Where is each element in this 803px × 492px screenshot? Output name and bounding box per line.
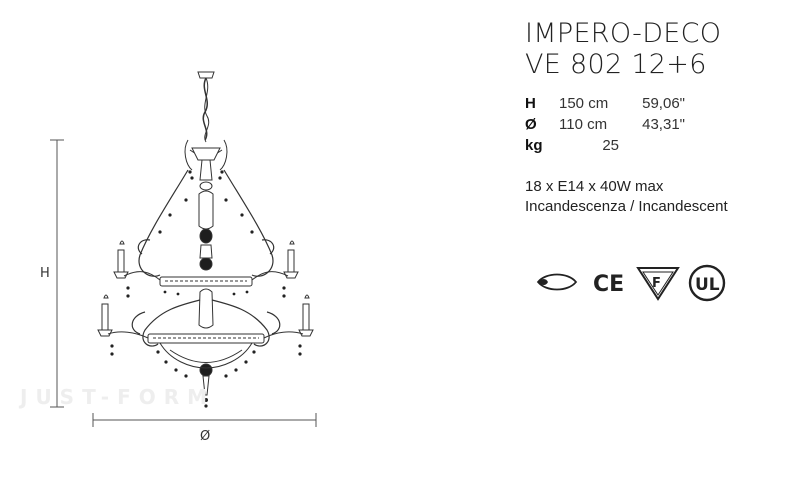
watermark: JUST-FORM [20,385,216,409]
spec-key-height: H [525,95,536,112]
height-dimension-label: H [40,266,50,281]
electrical-info: 18 x E14 x 40W max Incandescenza / Incan… [525,177,795,217]
spec-diameter-inch: 43,31" [642,116,685,133]
ce-mark-text: CE [593,272,624,296]
spec-row-weight: kg 25 [525,136,795,157]
upper-arms [137,169,275,277]
height-dimension-line [50,139,64,408]
spec-weight-value: 25 [602,137,619,154]
chandelier-drawing: H Ø [0,60,360,480]
lower-candles [97,294,314,339]
product-code: VE 802 12+6 [525,49,707,80]
spec-height-inch: 59,06" [642,95,685,112]
lower-ring [147,333,265,344]
upper-ring [159,276,253,287]
spec-height-cm: 150 cm [559,95,609,112]
ce-mark-icon: CE [593,272,624,296]
lamp-eye-icon [536,273,578,291]
spec-key-diameter: Ø [525,116,537,133]
crystal-drops [110,170,302,408]
bottom-bowl [159,342,253,369]
certification-marks: CE F UL [530,263,740,303]
bulb-spec: 18 x E14 x 40W max [525,178,664,195]
top-crown [184,139,228,171]
ul-mark-icon: UL [688,264,726,302]
product-info: IMPERO-DECO VE 802 12+6 H 150 cm 59,06" … [525,18,795,217]
bulb-type: Incandescenza / Incandescent [525,198,728,215]
lower-arms [131,299,281,347]
diameter-dimension-line [92,413,317,427]
spec-table: H 150 cm 59,06" Ø 110 cm 43,31" kg 25 [525,94,795,157]
diameter-dimension-label: Ø [200,429,211,444]
spec-diameter-cm: 110 cm [559,116,608,133]
spec-key-weight: kg [525,137,543,154]
f-triangle-text: F [652,276,661,291]
chandelier-illustration [50,71,317,427]
central-stem [198,159,214,396]
ul-mark-text: UL [695,275,720,295]
spec-row-diameter: Ø 110 cm 43,31" [525,115,795,136]
canopy-chain [197,71,215,143]
product-name: IMPERO-DECO [525,18,722,49]
upper-candles [113,240,299,281]
f-triangle-icon: F [636,267,680,301]
spec-row-height: H 150 cm 59,06" [525,94,795,115]
